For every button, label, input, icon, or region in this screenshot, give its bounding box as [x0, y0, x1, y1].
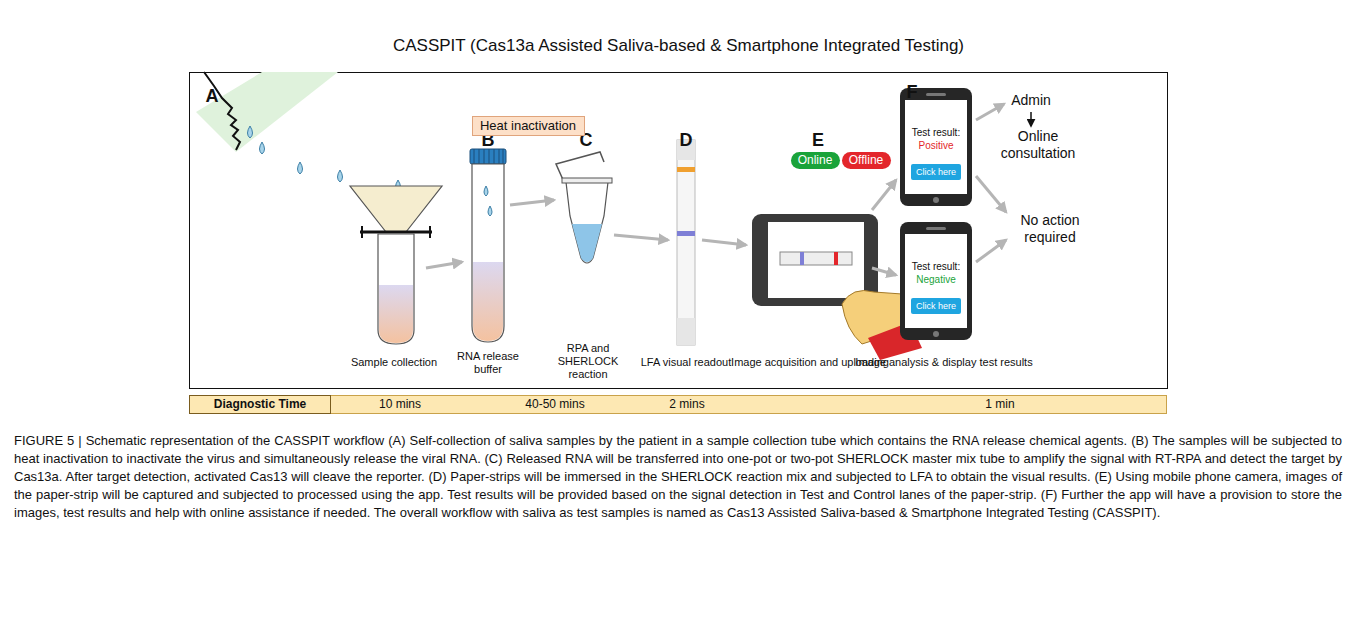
- lfa-strip-part: [677, 318, 695, 345]
- release-buffer-tube-part: [472, 164, 504, 342]
- action-label: Admin: [996, 92, 1066, 109]
- flow-arrow-part: [976, 240, 1006, 262]
- face-illustration-part: [204, 72, 240, 150]
- collection-tube-part: [429, 226, 431, 238]
- flow-arrow-part: [872, 268, 896, 275]
- step-label: RPA and SHERLOCK reaction: [552, 342, 624, 382]
- mode-pill: Online: [791, 152, 840, 169]
- step-label: LFA visual readout: [631, 356, 741, 369]
- node-text: Heat inactivation: [473, 117, 584, 135]
- lfa-strip: [677, 140, 695, 345]
- flow-arrow-part: [976, 104, 1004, 120]
- step-label: Image analysis & display test results: [839, 356, 1049, 369]
- lfa-strip-part: [677, 140, 695, 345]
- flow-arrow-part: [510, 200, 554, 205]
- node-text: 10 mins: [355, 396, 445, 413]
- figure-title: CASSPIT (Cas13a Assisted Saliva-based & …: [0, 36, 1357, 56]
- node-text: Click here: [911, 298, 961, 314]
- step-label: Sample collection: [339, 356, 449, 369]
- flow-arrow-part: [426, 262, 462, 268]
- band-header: Diagnostic Time: [189, 395, 331, 414]
- action-label: No action required: [1008, 212, 1092, 246]
- panel-letter: A: [202, 86, 222, 108]
- saliva-drops-part: [260, 142, 265, 154]
- result-phones-part: [900, 222, 972, 340]
- collection-tube-part: [379, 285, 413, 343]
- face-illustration-part: [196, 72, 338, 152]
- phone-screen: Test result:NegativeClick here: [905, 234, 967, 328]
- result-phones-part: [933, 197, 939, 203]
- step-label: RNA release buffer: [451, 350, 525, 376]
- time-band: 10 mins 40-50 mins 2 mins 1 min Diagnostic T…: [189, 395, 1167, 414]
- reaction-tube: [556, 152, 612, 263]
- node-text: Offline: [842, 152, 891, 169]
- process-box: Heat inactivation: [472, 116, 585, 136]
- action-label: Online consultation: [990, 128, 1086, 162]
- result-phones: [900, 88, 972, 340]
- node-text: Test result:: [905, 126, 967, 139]
- phone-screen: Test result:PositiveClick here: [905, 100, 967, 194]
- release-buffer-tube-part: [470, 149, 506, 164]
- node-text: Negative: [905, 273, 967, 286]
- collection-tube-part: [378, 234, 414, 344]
- panel-letter: E: [808, 130, 828, 152]
- result-phones-part: [926, 93, 946, 96]
- hand-phone-part: [780, 252, 852, 265]
- result-phones-part: [900, 88, 972, 206]
- saliva-drops-part: [338, 170, 343, 182]
- flow-arrow-part: [872, 180, 896, 210]
- release-buffer-tube-part: [484, 186, 492, 216]
- flow-arrow-part: [614, 235, 668, 240]
- click-button: Click here: [911, 164, 961, 180]
- hand-phone-part: [768, 222, 864, 298]
- node-text: Diagnostic Time: [190, 396, 330, 413]
- result-phones-part: [926, 227, 946, 230]
- collection-tube: [350, 186, 442, 344]
- figure-caption: FIGURE 5 | Schematic representation of t…: [14, 432, 1342, 522]
- admin-arrow: [1030, 112, 1032, 126]
- release-buffer-tube-part: [473, 262, 503, 341]
- node-text: 2 mins: [647, 396, 727, 413]
- release-buffer-tube: [470, 149, 506, 342]
- collection-tube-part: [361, 226, 363, 238]
- reaction-tube-part: [572, 224, 602, 262]
- node-text: Positive: [905, 139, 967, 152]
- figure-frame: [190, 73, 1168, 389]
- hand-phone: [752, 214, 922, 360]
- saliva-drops-part: [298, 162, 303, 174]
- lfa-strip-part: [677, 231, 695, 236]
- lfa-strip-part: [677, 167, 695, 172]
- face-illustration: [196, 72, 338, 152]
- node-text: Test result:: [905, 260, 967, 273]
- node-text: Online: [791, 152, 840, 169]
- node-text: 40-50 mins: [490, 396, 620, 413]
- click-button: Click here: [911, 298, 961, 314]
- flow-arrow-part: [702, 240, 746, 245]
- collection-tube-part: [350, 186, 442, 232]
- hand-phone-part: [834, 252, 838, 265]
- mode-pill: Offline: [842, 152, 891, 169]
- panel-letter: D: [676, 130, 696, 152]
- reaction-tube-part: [566, 182, 608, 263]
- saliva-drops-part: [248, 126, 253, 138]
- reaction-tube-part: [562, 178, 612, 183]
- flow-arrow-part: [976, 176, 1006, 212]
- node-text: 1 min: [960, 396, 1040, 413]
- node-text: Click here: [911, 164, 961, 180]
- hand-phone-part: [800, 252, 804, 265]
- collection-tube-part: [360, 231, 432, 234]
- result-phones-part: [933, 331, 939, 337]
- release-buffer-tube-part: [474, 149, 503, 164]
